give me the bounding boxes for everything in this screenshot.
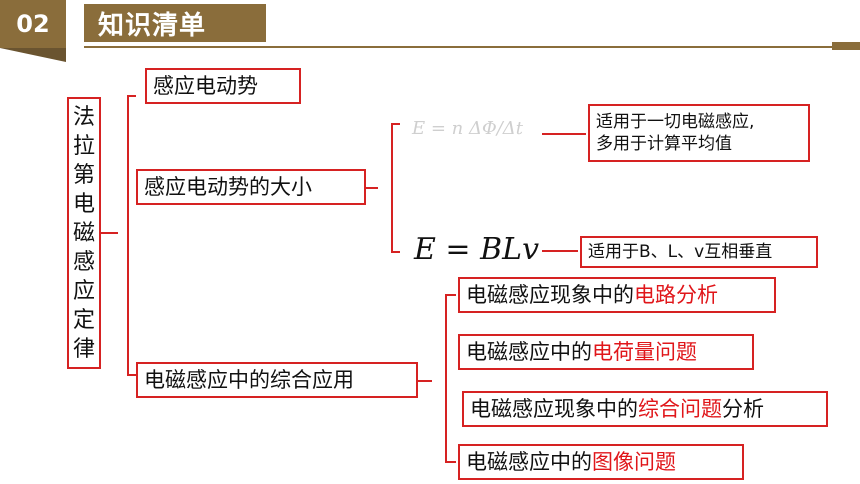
- note-faraday-line1: 适用于一切电磁感应,: [596, 112, 755, 132]
- app-item-highlight: 电路分析: [634, 282, 718, 307]
- root-node-faraday-law: 法 拉 第 电 磁 感 应 定 律: [67, 97, 101, 369]
- applications-bracket: [445, 294, 456, 463]
- node-emf-size-label: 感应电动势的大小: [144, 174, 312, 199]
- node-applications: 电磁感应中的综合应用: [136, 362, 418, 398]
- header-divider: [84, 46, 860, 48]
- app-item-highlight: 图像问题: [592, 449, 676, 474]
- node-emf: 感应电动势: [145, 68, 301, 104]
- root-char: 感: [72, 249, 95, 275]
- formula-motional: E = BLv: [414, 232, 540, 267]
- app-item-highlight: 综合问题: [638, 396, 722, 421]
- app-item-prefix: 电磁感应现象中的: [470, 396, 638, 421]
- root-bracket: [127, 95, 136, 376]
- section-title: 知识清单: [98, 10, 207, 41]
- app-item-prefix: 电磁感应中的: [466, 449, 592, 474]
- node-emf-label: 感应电动势: [153, 73, 258, 98]
- node-applications-label: 电磁感应中的综合应用: [144, 367, 354, 392]
- section-number: 02: [16, 10, 50, 38]
- root-char: 第: [72, 162, 95, 188]
- root-char: 拉: [72, 133, 95, 159]
- app-item-graph: 电磁感应中的图像问题: [458, 444, 744, 480]
- section-title-box: 知识清单: [84, 4, 266, 42]
- section-number-badge: 02: [0, 0, 66, 48]
- node-emf-size: 感应电动势的大小: [136, 169, 366, 205]
- root-char: 法: [72, 104, 95, 130]
- app-item-prefix: 电磁感应中的: [466, 339, 592, 364]
- root-char: 电: [72, 191, 95, 217]
- formula-faraday: E = n ΔΦ/Δt: [412, 118, 524, 139]
- app-item-circuit: 电磁感应现象中的电路分析: [458, 277, 776, 313]
- root-char: 律: [72, 336, 95, 362]
- app-item-comprehensive: 电磁感应现象中的综合问题分析: [462, 391, 828, 427]
- emf-size-bracket: [391, 123, 400, 253]
- app-item-suffix: 分析: [722, 396, 764, 421]
- header-divider-end: [832, 42, 860, 50]
- root-char: 磁: [72, 220, 95, 246]
- root-char: 定: [72, 307, 95, 333]
- note-motional: 适用于B、L、v互相垂直: [580, 236, 818, 268]
- section-badge-tail: [0, 48, 66, 62]
- note-motional-text: 适用于B、L、v互相垂直: [588, 242, 773, 262]
- note-faraday-line2: 多用于计算平均值: [596, 134, 732, 154]
- app-item-prefix: 电磁感应现象中的: [466, 282, 634, 307]
- app-item-charge: 电磁感应中的电荷量问题: [458, 334, 754, 370]
- root-char: 应: [72, 278, 95, 304]
- app-item-highlight: 电荷量问题: [592, 339, 697, 364]
- note-faraday: 适用于一切电磁感应, 多用于计算平均值: [588, 104, 810, 162]
